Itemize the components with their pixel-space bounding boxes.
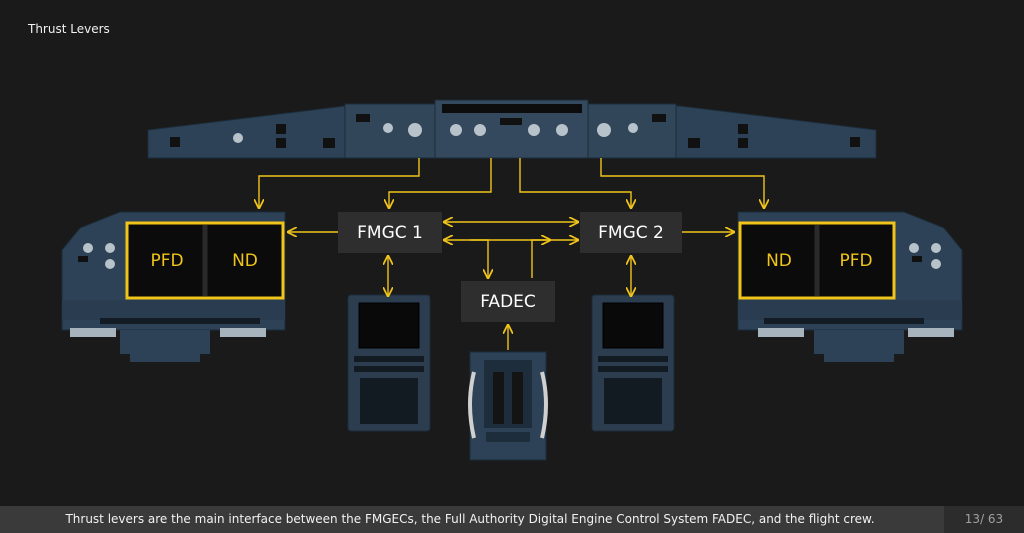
arrow-glareshield-to-fmgc1 bbox=[389, 158, 492, 208]
fadec-label: FADEC bbox=[480, 292, 536, 312]
fmgc2-box bbox=[580, 212, 682, 253]
left-pfd-label: PFD bbox=[150, 251, 183, 271]
arrow-glareshield-to-fmgc2 bbox=[519, 158, 631, 208]
arrow-glareshield-to-left-display bbox=[259, 158, 420, 208]
fmgc1-label: FMGC 1 bbox=[357, 223, 423, 243]
fadec-box bbox=[461, 281, 555, 322]
left-nd-label: ND bbox=[232, 251, 258, 271]
connectors bbox=[259, 158, 764, 350]
right-instrument-panel bbox=[737, 211, 963, 362]
cockpit-diagram: FMGC 1 FMGC 2 FADEC PFD ND ND PFD bbox=[61, 99, 963, 461]
fmgc2-label: FMGC 2 bbox=[598, 223, 664, 243]
left-instrument-panel bbox=[61, 211, 286, 362]
page-number: 13/ 63 bbox=[944, 506, 1024, 533]
caption-bar: Thrust levers are the main interface bet… bbox=[0, 506, 1024, 533]
right-pfd-label: PFD bbox=[839, 251, 872, 271]
glareshield-panel bbox=[147, 99, 877, 159]
right-nd-label: ND bbox=[766, 251, 792, 271]
fmgc1-box bbox=[338, 212, 442, 253]
mcdu-left bbox=[347, 294, 431, 432]
arrow-fmgc1-to-fadec bbox=[470, 239, 488, 278]
arrow-fadec-to-fmgc2 bbox=[531, 240, 550, 278]
slide-caption: Thrust levers are the main interface bet… bbox=[65, 512, 875, 526]
mcdu-right bbox=[591, 294, 675, 432]
arrow-glareshield-to-right-display bbox=[600, 158, 764, 208]
slide-title: Thrust Levers bbox=[28, 22, 110, 36]
thrust-lever-quadrant bbox=[468, 351, 548, 461]
